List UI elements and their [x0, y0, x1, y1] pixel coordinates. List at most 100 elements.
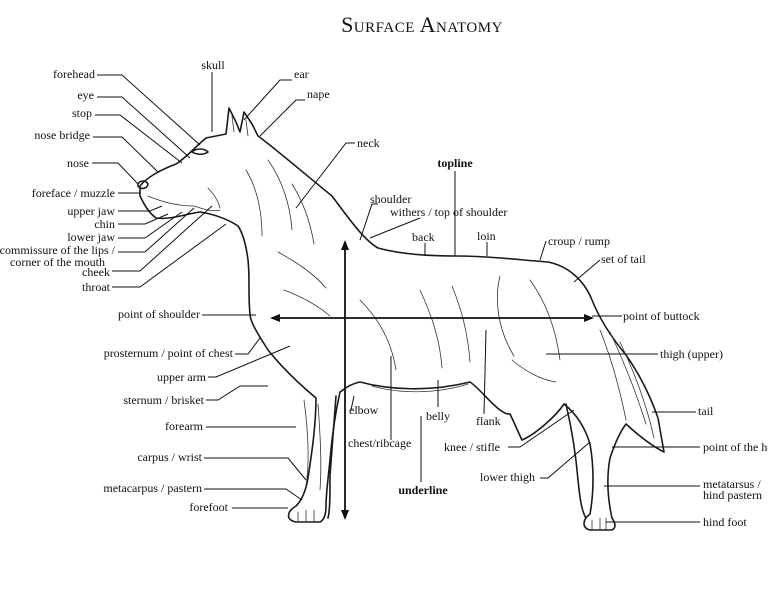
leader-throat: [112, 223, 227, 288]
label-metatarsus-2: hind pastern: [703, 488, 762, 502]
measurement-lines: [270, 240, 594, 520]
leader-lower-jaw: [118, 211, 183, 239]
label-lower-thigh: lower thigh: [480, 470, 535, 484]
label-back: back: [412, 230, 435, 244]
leader-cheek: [112, 205, 213, 272]
label-chest: chest/ribcage: [348, 436, 411, 450]
leader-neck: [295, 142, 355, 209]
label-set-of-tail: set of tail: [601, 252, 646, 266]
leader-withers: [369, 217, 421, 239]
far-foreleg: [327, 395, 337, 519]
label-prosternum: prosternum / point of chest: [104, 346, 234, 360]
hindfoot-toes: [591, 517, 607, 531]
neck-fur: [245, 159, 315, 245]
label-upper-jaw: upper jaw: [67, 204, 115, 218]
label-belly: belly: [426, 409, 450, 423]
eye-shape: [191, 148, 209, 156]
leader-nose-bridge: [93, 136, 159, 173]
label-eye: eye: [77, 88, 94, 102]
leader-upper-jaw: [118, 205, 163, 212]
dog-illustration: [137, 107, 665, 531]
shoulder-detail: [277, 251, 397, 371]
label-carpus: carpus / wrist: [137, 450, 202, 464]
label-forearm: forearm: [165, 419, 204, 433]
leader-chin: [118, 213, 169, 225]
forefoot-toes: [297, 509, 315, 523]
label-point-of-buttock: point of buttock: [623, 309, 700, 323]
leader-carpus: [204, 457, 307, 481]
label-withers: withers / top of shoulder: [390, 205, 507, 219]
label-nape: nape: [307, 87, 330, 101]
leader-knee: [508, 409, 575, 448]
height-arrow-top: [341, 240, 349, 250]
label-commissure-2: corner of the mouth: [10, 255, 105, 269]
leader-nose: [92, 162, 139, 185]
mouth-line: [147, 195, 195, 207]
leader-nape: [259, 99, 305, 137]
label-thigh-upper: thigh (upper): [660, 347, 723, 361]
label-point-of-hock: point of the hock: [703, 440, 768, 454]
leader-shoulder: [359, 203, 378, 241]
label-chin: chin: [94, 217, 115, 231]
label-lower-jaw: lower jaw: [67, 230, 115, 244]
dog-body-outline: [139, 107, 665, 531]
label-foreface: foreface / muzzle: [32, 186, 115, 200]
leader-metacarpus: [204, 488, 303, 501]
label-cheek: cheek: [82, 265, 110, 279]
ear-inner: [231, 115, 249, 137]
leader-set-of-tail: [573, 259, 601, 283]
thigh-detail: [496, 275, 561, 383]
leader-lines: [92, 72, 700, 523]
label-underline: underline: [398, 483, 448, 497]
leader-ear: [243, 79, 292, 121]
leader-sternum: [206, 385, 268, 401]
label-metatarsus-1: metatarsus /: [703, 477, 761, 491]
label-metacarpus: metacarpus / pastern: [103, 481, 202, 495]
label-tail: tail: [698, 404, 714, 418]
label-skull: skull: [201, 58, 225, 72]
leader-forehead: [97, 74, 201, 146]
leader-elbow: [350, 395, 355, 411]
label-stop: stop: [72, 106, 92, 120]
leader-upper-arm: [208, 345, 291, 378]
label-shoulder: shoulder: [370, 192, 411, 206]
label-point-of-shoulder: point of shoulder: [118, 307, 200, 321]
label-commissure-1: commissure of the lips /: [0, 243, 116, 257]
length-arrow-right: [584, 314, 594, 322]
labels: forehead eye stop nose bridge nose foref…: [0, 58, 768, 529]
label-neck: neck: [357, 136, 380, 150]
label-knee: knee / stifle: [444, 440, 500, 454]
belly-detail: [371, 383, 469, 393]
diagram-title: Surface Anatomy: [341, 12, 503, 37]
height-arrow-bottom: [341, 510, 349, 520]
label-flank: flank: [476, 414, 501, 428]
label-sternum: sternum / brisket: [123, 393, 204, 407]
nose-shape: [137, 180, 149, 190]
rib-detail: [419, 285, 471, 369]
label-croup: croup / rump: [548, 234, 610, 248]
leader-lower-thigh: [540, 441, 591, 479]
leader-commissure: [118, 207, 195, 253]
label-nose: nose: [67, 156, 89, 170]
far-hind-leg: [565, 403, 587, 519]
label-hind-foot: hind foot: [703, 515, 747, 529]
tail-feathering: [599, 329, 655, 439]
leader-prosternum: [235, 337, 261, 355]
label-forehead: forehead: [53, 67, 95, 81]
label-forefoot: forefoot: [189, 500, 228, 514]
jaw-detail: [193, 187, 221, 212]
foreleg-detail: [303, 399, 322, 491]
label-upper-arm: upper arm: [157, 370, 207, 384]
leader-flank: [483, 329, 487, 415]
label-nose-bridge: nose bridge: [34, 128, 90, 142]
leader-croup: [539, 240, 547, 261]
label-ear: ear: [294, 67, 309, 81]
label-topline: topline: [437, 156, 473, 170]
label-elbow: elbow: [349, 403, 379, 417]
leader-stop: [95, 114, 183, 164]
leader-eye: [97, 96, 191, 159]
label-loin: loin: [477, 229, 496, 243]
length-arrow-left: [270, 314, 280, 322]
